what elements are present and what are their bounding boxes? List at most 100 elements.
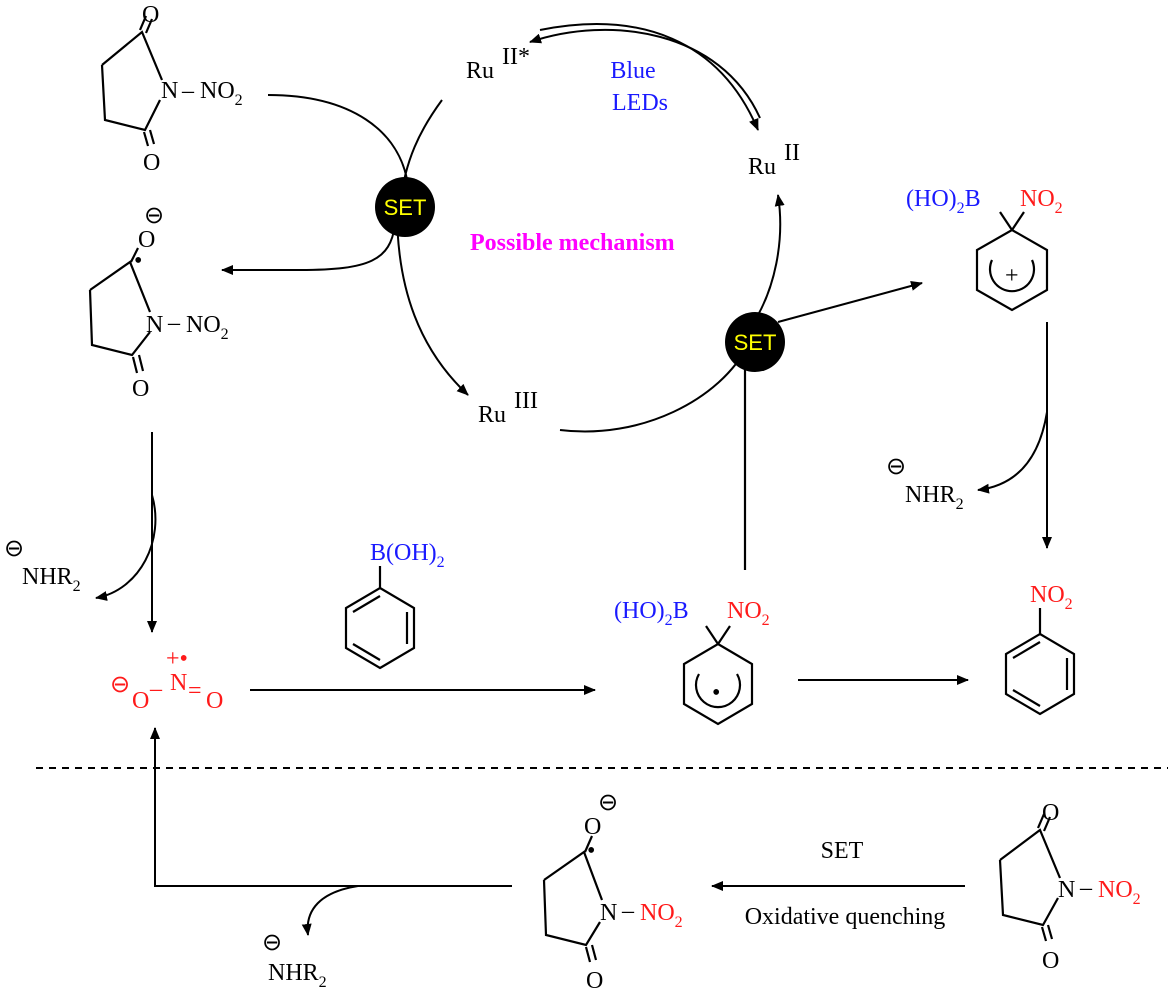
no2-label: NO2 xyxy=(1030,582,1073,613)
nhr2-release-arrow-left xyxy=(95,494,157,601)
nhr2-text: NHR2 xyxy=(268,960,327,991)
co-bond-1 xyxy=(131,356,139,374)
nhr2-charge: ⊖ xyxy=(4,536,24,562)
c-o-bond xyxy=(583,835,594,853)
set-to-radical-anion-arrow xyxy=(221,224,396,275)
nitro-group: NO2 xyxy=(1098,877,1141,908)
co-bond-2 xyxy=(137,354,145,372)
bottom-set-label: SET xyxy=(821,838,864,864)
ru-iii-base: Ru xyxy=(478,402,506,428)
oxygen-top: O xyxy=(1042,800,1059,826)
bond-dash: – xyxy=(181,78,195,104)
benzene-ring xyxy=(344,586,416,670)
ring-bond-a xyxy=(89,260,152,313)
oxygen-anion: O xyxy=(584,814,601,840)
nhr2-charge: ⊖ xyxy=(886,454,906,480)
minus-charge: ⊖ xyxy=(144,203,164,229)
ru-iii-label: Ru III xyxy=(478,388,538,428)
phenylboronic-acid: B(OH)2 xyxy=(344,540,445,670)
double-bond-2 xyxy=(1012,641,1041,659)
radical-dot: • xyxy=(134,248,142,274)
nhr2-bottom: ⊖ NHR2 xyxy=(262,930,327,991)
plus-radical: +• xyxy=(166,646,188,672)
nhr2-release-arrow-bottom xyxy=(301,885,359,936)
ring xyxy=(682,642,754,726)
bond-single: – xyxy=(149,676,163,702)
double-bond-2 xyxy=(352,595,381,613)
boh2-label: B(OH)2 xyxy=(370,540,445,571)
aryl-cation-intermediate: + (HO)2B NO2 xyxy=(906,186,1063,312)
ho2b-label: (HO)2B xyxy=(906,186,981,217)
oxygen-left: O xyxy=(132,688,149,714)
blue-leds-line1: Blue xyxy=(610,58,655,84)
ring-bond-a xyxy=(543,850,604,901)
double-bond-3 xyxy=(352,643,381,661)
oxygen-bottom: O xyxy=(143,150,160,176)
succinimide-radical-anion-bottom: O ⊖ • O N – NO2 xyxy=(542,790,683,994)
ru-ii-star-label: Ru II* xyxy=(466,44,530,84)
radical-dot: • xyxy=(587,838,595,864)
cycle-arrow-to-ru-ii xyxy=(751,194,785,326)
bond-dash: – xyxy=(621,898,635,924)
nhr2-text: NHR2 xyxy=(905,482,964,513)
set-badge-right-text: SET xyxy=(734,330,777,355)
co-bond-bottom-2 xyxy=(148,129,156,145)
bond-double: = xyxy=(188,678,202,704)
nhr2-text: NHR2 xyxy=(22,564,81,595)
ru-iii-sup: III xyxy=(514,388,538,414)
n-nitrosuccinimide-top: O O N – NO2 xyxy=(100,2,243,176)
co-bond-top-1 xyxy=(138,15,148,31)
ru-ii-base: Ru xyxy=(748,154,776,180)
delocalized-arc xyxy=(988,259,1036,293)
c-b-bond xyxy=(999,211,1013,231)
no2-label: NO2 xyxy=(727,598,770,629)
oxygen-bottom: O xyxy=(1042,948,1059,974)
nitrogen: N xyxy=(146,312,163,338)
co-bond-bottom-1 xyxy=(142,131,150,147)
ru-ii-star-sup: II* xyxy=(502,44,530,70)
c-o-bond xyxy=(130,247,139,263)
oxidative-quenching-label: Oxidative quenching xyxy=(745,904,946,930)
set-to-cation-arrow xyxy=(777,281,923,323)
cycle-arrow-to-ru-iii xyxy=(396,209,469,396)
bond-dash: – xyxy=(167,310,181,336)
ring xyxy=(975,228,1049,312)
radical-dot: • xyxy=(712,680,720,706)
diagram-title: Possible mechanism xyxy=(470,230,675,256)
double-bond-3 xyxy=(1012,689,1041,707)
co-bond-1 xyxy=(584,946,592,963)
n-nitrosuccinimide-bottom: O O N – NO2 xyxy=(998,800,1141,974)
ru-ii-sup: II xyxy=(784,140,800,166)
nitro-group: NO2 xyxy=(640,900,683,931)
ru-ii-star-base: Ru xyxy=(466,58,494,84)
nhr2-right: ⊖ NHR2 xyxy=(886,454,964,513)
nitrogen: N xyxy=(170,670,187,696)
substrate-into-set-line xyxy=(267,94,409,186)
ru-ii-label: Ru II xyxy=(748,140,800,180)
oxygen-carbonyl: O xyxy=(586,968,603,994)
co-bond-bottom-2 xyxy=(1046,924,1054,940)
succinimide-radical-anion: O ⊖ • O N – NO2 xyxy=(88,203,229,402)
excitation-arrow xyxy=(529,28,761,119)
cycle-arc-bottom xyxy=(559,344,749,433)
relaxation-arrow xyxy=(539,23,759,131)
charge-minus: ⊖ xyxy=(110,672,130,698)
nitrogen: N xyxy=(161,78,178,104)
c-n-bond xyxy=(717,625,731,645)
nitrogen-dioxide-radical: ⊖ O – N +• = O xyxy=(110,646,223,714)
ring-bond-b xyxy=(998,859,1059,927)
nitro-group: NO2 xyxy=(186,312,229,343)
bond-dash: – xyxy=(1079,875,1093,901)
co-bond-top-1 xyxy=(1036,813,1046,829)
oxygen-right: O xyxy=(206,688,223,714)
co-bond-top-2 xyxy=(144,18,154,34)
c-n-bond xyxy=(1011,211,1025,231)
ring-bond-b xyxy=(88,289,151,357)
nhr2-arrow-right xyxy=(977,411,1048,494)
co-bond-2 xyxy=(590,944,598,961)
oxygen-carbonyl: O xyxy=(132,376,149,402)
no2-label: NO2 xyxy=(1020,186,1063,217)
blue-leds-line2: LEDs xyxy=(612,90,668,116)
